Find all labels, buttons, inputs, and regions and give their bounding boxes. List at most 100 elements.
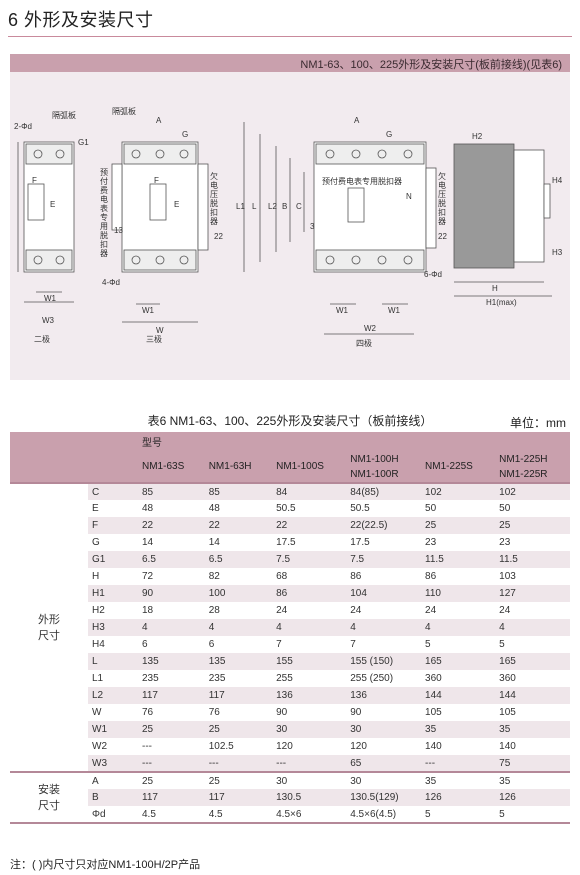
value-cell: 127 bbox=[495, 585, 570, 602]
value-cell: 120 bbox=[272, 738, 347, 755]
value-cell: 5 bbox=[421, 636, 496, 653]
value-cell: 75 bbox=[495, 755, 570, 772]
four-pole-screw bbox=[351, 255, 361, 265]
value-cell: 7 bbox=[272, 636, 347, 653]
label-arc-plate: 隔弧板 bbox=[52, 111, 76, 120]
label-dim-w1-c: W1 bbox=[336, 306, 348, 315]
value-cell: 6.5 bbox=[138, 551, 205, 568]
value-cell: 90 bbox=[138, 585, 205, 602]
label-hole-2: 2-Φd bbox=[14, 122, 32, 131]
value-cell: 100 bbox=[204, 585, 273, 602]
value-cell: 165 bbox=[421, 653, 496, 670]
dimension-drawing: 二极 三极 四极 隔弧板 隔弧板 2-Φd 4-Φd 6-Φd 预付费电表专用脱… bbox=[10, 72, 570, 380]
value-cell: 86 bbox=[272, 585, 347, 602]
value-cell: 105 bbox=[495, 704, 570, 721]
value-cell: 117 bbox=[204, 687, 273, 704]
label-neutral: N bbox=[406, 192, 412, 201]
value-cell: 140 bbox=[421, 738, 496, 755]
three-pole-screw bbox=[155, 149, 165, 159]
label-hole-4: 4-Φd bbox=[102, 278, 120, 287]
two-pole-screw bbox=[33, 255, 43, 265]
value-cell: --- bbox=[138, 738, 205, 755]
value-cell: 24 bbox=[495, 602, 570, 619]
value-cell: 35 bbox=[421, 771, 496, 789]
four-pole-handle-window bbox=[347, 187, 365, 223]
label-dim-h4: H4 bbox=[552, 176, 563, 185]
value-cell: 4 bbox=[204, 619, 273, 636]
param-cell: H4 bbox=[88, 636, 138, 653]
param-cell: W1 bbox=[88, 721, 138, 738]
value-cell: 155 bbox=[272, 653, 347, 670]
value-cell: 90 bbox=[346, 704, 422, 721]
side-view-cover bbox=[513, 149, 545, 263]
header-blank bbox=[10, 432, 88, 451]
value-cell: 35 bbox=[495, 771, 570, 789]
model-header-cell: NM1-100H NM1-100R bbox=[346, 451, 422, 483]
label-dim-a: A bbox=[156, 116, 162, 125]
three-pole-screw bbox=[179, 149, 189, 159]
four-pole-screw bbox=[377, 255, 387, 265]
param-cell: L2 bbox=[88, 687, 138, 704]
label-dim-13: 13 bbox=[114, 226, 123, 235]
value-cell: 17.5 bbox=[272, 534, 347, 551]
label-three-pole: 三极 bbox=[146, 335, 162, 344]
param-cell: G1 bbox=[88, 551, 138, 568]
param-cell: W2 bbox=[88, 738, 138, 755]
four-pole-screw bbox=[377, 149, 387, 159]
value-cell: 6 bbox=[138, 636, 205, 653]
value-cell: 6 bbox=[204, 636, 273, 653]
two-pole-screw bbox=[55, 149, 65, 159]
value-cell: 18 bbox=[138, 602, 205, 619]
four-pole-screw bbox=[325, 255, 335, 265]
value-cell: 4.5 bbox=[138, 806, 205, 823]
value-cell: 11.5 bbox=[421, 551, 496, 568]
label-dim-h: H bbox=[492, 284, 498, 293]
value-cell: 117 bbox=[138, 687, 205, 704]
value-cell: 48 bbox=[138, 500, 205, 517]
title-divider bbox=[8, 36, 572, 37]
label-dim-3: 3 bbox=[310, 222, 315, 231]
value-cell: 25 bbox=[204, 771, 273, 789]
param-cell: C bbox=[88, 482, 138, 500]
param-cell: B bbox=[88, 789, 138, 806]
value-cell: 22 bbox=[204, 517, 273, 534]
header-blank bbox=[88, 432, 138, 451]
model-header-cell: NM1-225S bbox=[421, 451, 496, 483]
value-cell: 120 bbox=[346, 738, 422, 755]
label-dim-a-2: A bbox=[354, 116, 360, 125]
label-dim-w: W bbox=[156, 326, 164, 335]
value-cell: 360 bbox=[421, 670, 496, 687]
model-header-cell: NM1-100S bbox=[272, 451, 347, 483]
value-cell: 102.5 bbox=[204, 738, 273, 755]
value-cell: 76 bbox=[204, 704, 273, 721]
label-dim-f-2: F bbox=[154, 176, 159, 185]
four-pole-screw bbox=[325, 149, 335, 159]
value-cell: 255 bbox=[272, 670, 347, 687]
label-dim-g: G bbox=[182, 130, 189, 139]
label-undervoltage-trip-2: 欠电压脱扣器 bbox=[438, 172, 446, 226]
table-caption: 表6 NM1-63、100、225外形及安装尺寸（板前接线） bbox=[147, 414, 433, 428]
value-cell: 86 bbox=[421, 568, 496, 585]
label-dim-w1-d: W1 bbox=[388, 306, 400, 315]
value-cell: 6.5 bbox=[204, 551, 273, 568]
label-dim-l: L bbox=[252, 202, 257, 211]
value-cell: 5 bbox=[495, 806, 570, 823]
value-cell: 50.5 bbox=[346, 500, 422, 517]
label-undervoltage-trip: 欠电压脱扣器 bbox=[210, 172, 218, 226]
label-dim-b: B bbox=[282, 202, 288, 211]
label-dim-f: F bbox=[32, 176, 37, 185]
label-dim-h3: H3 bbox=[552, 248, 563, 257]
label-dim-w2: W2 bbox=[364, 324, 376, 333]
three-pole-handle-window bbox=[149, 183, 167, 221]
value-cell: 102 bbox=[495, 482, 570, 500]
value-cell: 7.5 bbox=[272, 551, 347, 568]
three-pole-bottom-terminal bbox=[123, 249, 197, 271]
value-cell: 130.5(129) bbox=[346, 789, 422, 806]
